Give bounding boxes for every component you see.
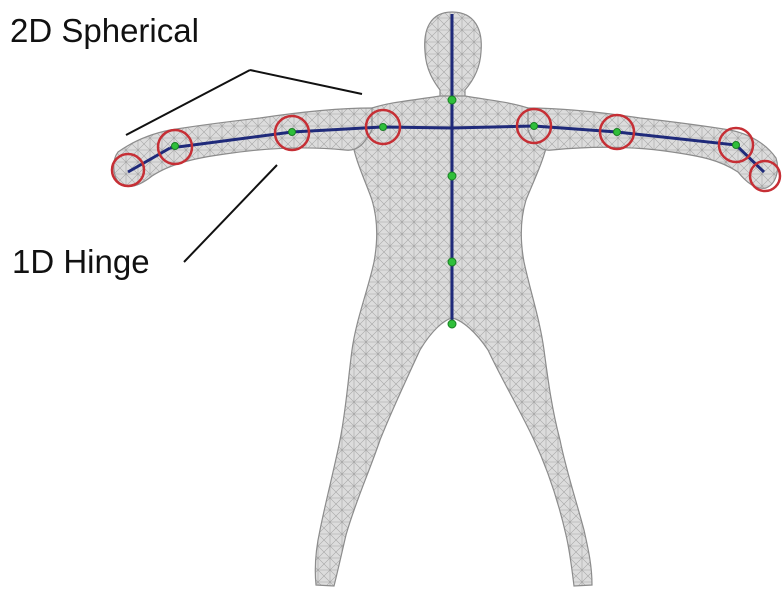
label-2d-spherical: 2D Spherical — [10, 14, 199, 47]
joint-node-neck — [448, 96, 456, 104]
joint-node-chest — [448, 172, 456, 180]
leader-spherical-right — [250, 70, 362, 94]
joint-node-l-wrist — [172, 143, 179, 150]
mesh-torso-legs — [315, 96, 592, 586]
label-1d-hinge: 1D Hinge — [12, 245, 150, 278]
joint-node-r-shoulder — [531, 123, 538, 130]
joint-node-l-shoulder — [380, 124, 387, 131]
joint-node-r-elbow — [614, 129, 621, 136]
joint-node-l-elbow — [289, 129, 296, 136]
mesh-left-arm — [114, 108, 372, 186]
mesh-body — [114, 12, 778, 586]
joint-node-r-wrist — [733, 142, 740, 149]
joint-node-hip — [448, 320, 456, 328]
leader-hinge — [184, 165, 277, 262]
joint-node-waist — [448, 258, 456, 266]
